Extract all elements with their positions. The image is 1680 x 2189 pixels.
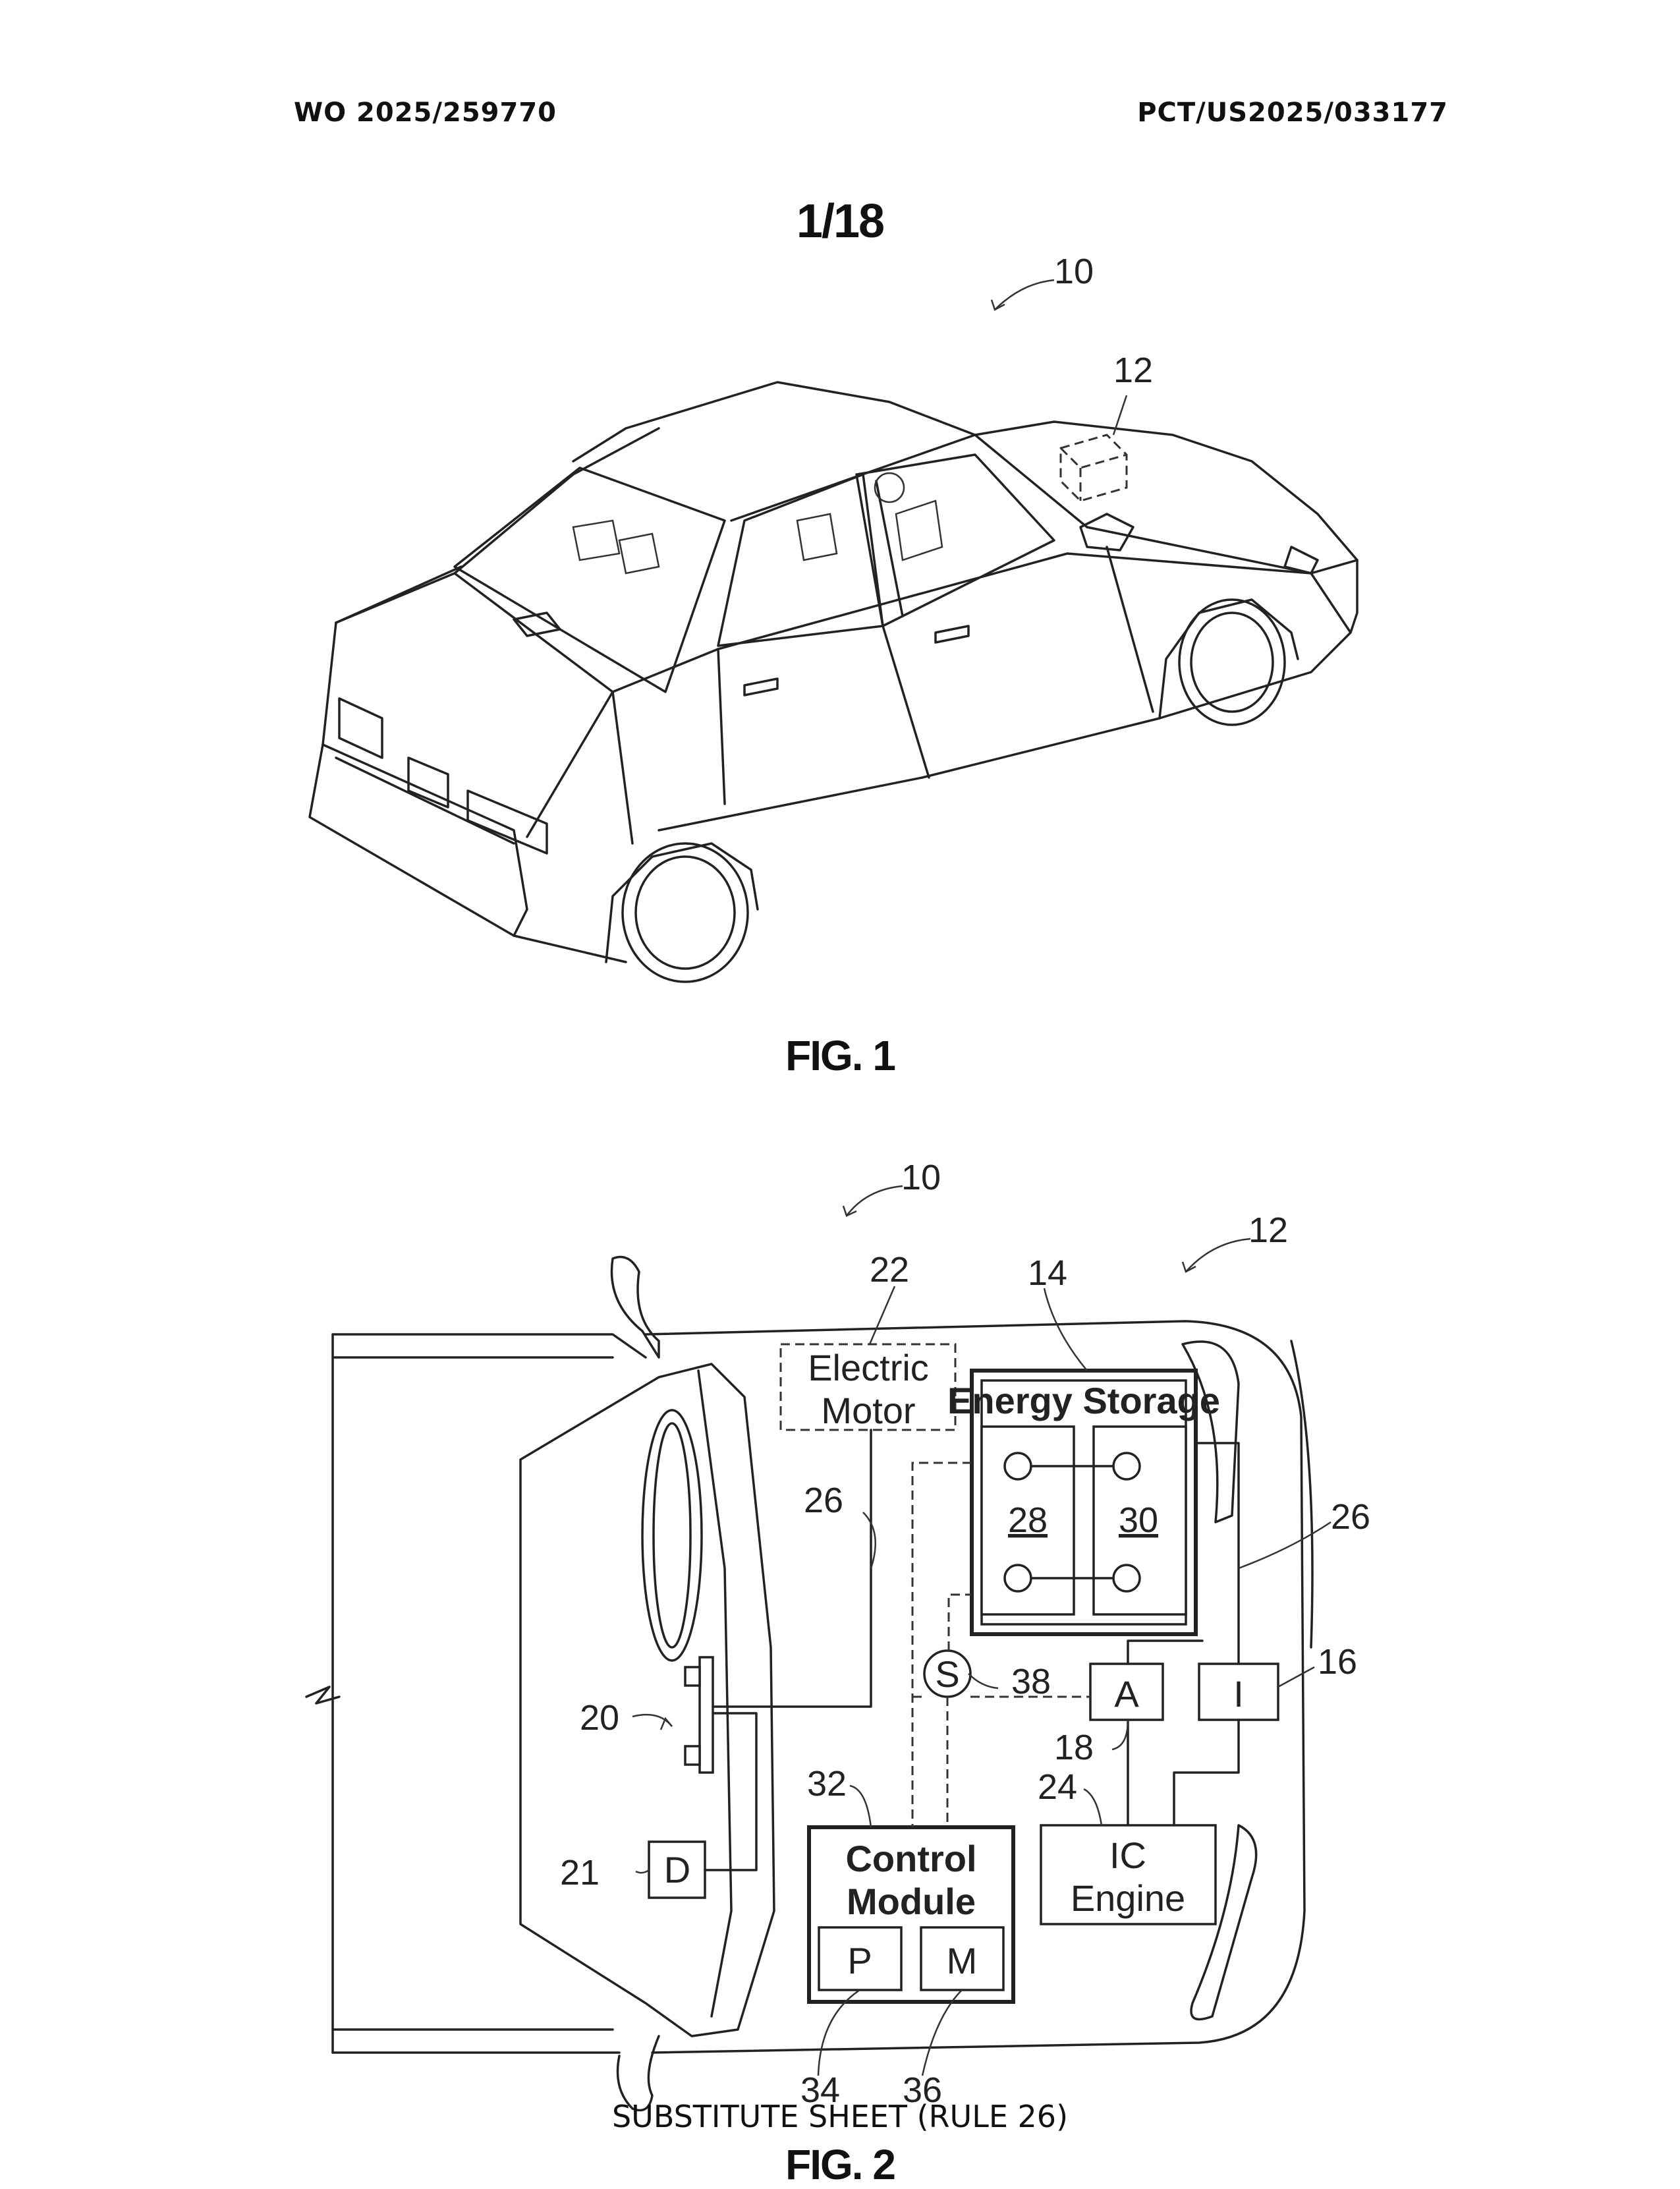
ref-20: 20 bbox=[580, 1698, 619, 1738]
electric-motor-label-1: Electric bbox=[808, 1347, 929, 1388]
ref-24: 24 bbox=[1038, 1767, 1077, 1807]
port-bar bbox=[700, 1657, 713, 1773]
port-pin-1 bbox=[685, 1667, 700, 1686]
display-label: D bbox=[664, 1849, 690, 1890]
memory-label: M bbox=[947, 1940, 978, 1981]
ref-16: 16 bbox=[1318, 1642, 1357, 1682]
inverter-label: I bbox=[1233, 1673, 1244, 1715]
sensor-label: S bbox=[935, 1653, 959, 1695]
ic-engine-label-1: IC bbox=[1109, 1834, 1146, 1876]
ref-38: 38 bbox=[1011, 1662, 1051, 1701]
ref-32: 32 bbox=[807, 1764, 847, 1804]
control-module-label-2: Module bbox=[847, 1881, 976, 1922]
control-module-label-1: Control bbox=[845, 1838, 976, 1879]
footer-substitute-sheet: SUBSTITUTE SHEET (RULE 26) bbox=[0, 2099, 1680, 2134]
ref-26-left: 26 bbox=[804, 1481, 843, 1520]
port-pin-2 bbox=[685, 1746, 700, 1765]
ref-12-fig2: 12 bbox=[1248, 1210, 1288, 1250]
fig2-caption: FIG. 2 bbox=[0, 2140, 1680, 2189]
ic-engine-label-2: Engine bbox=[1071, 1877, 1185, 1919]
ref-14: 14 bbox=[1028, 1253, 1067, 1293]
ref-28: 28 bbox=[1008, 1500, 1048, 1540]
ref-30: 30 bbox=[1119, 1500, 1158, 1540]
energy-storage-label: Energy Storage bbox=[947, 1380, 1220, 1421]
processor-label: P bbox=[847, 1940, 872, 1981]
ref-26-right: 26 bbox=[1331, 1497, 1370, 1537]
ref-21: 21 bbox=[560, 1853, 600, 1892]
ref-22: 22 bbox=[870, 1250, 909, 1290]
ref-10-fig2: 10 bbox=[901, 1158, 941, 1197]
electric-motor-label-2: Motor bbox=[821, 1390, 915, 1431]
alternator-label: A bbox=[1114, 1673, 1139, 1715]
ref-18: 18 bbox=[1054, 1728, 1094, 1767]
